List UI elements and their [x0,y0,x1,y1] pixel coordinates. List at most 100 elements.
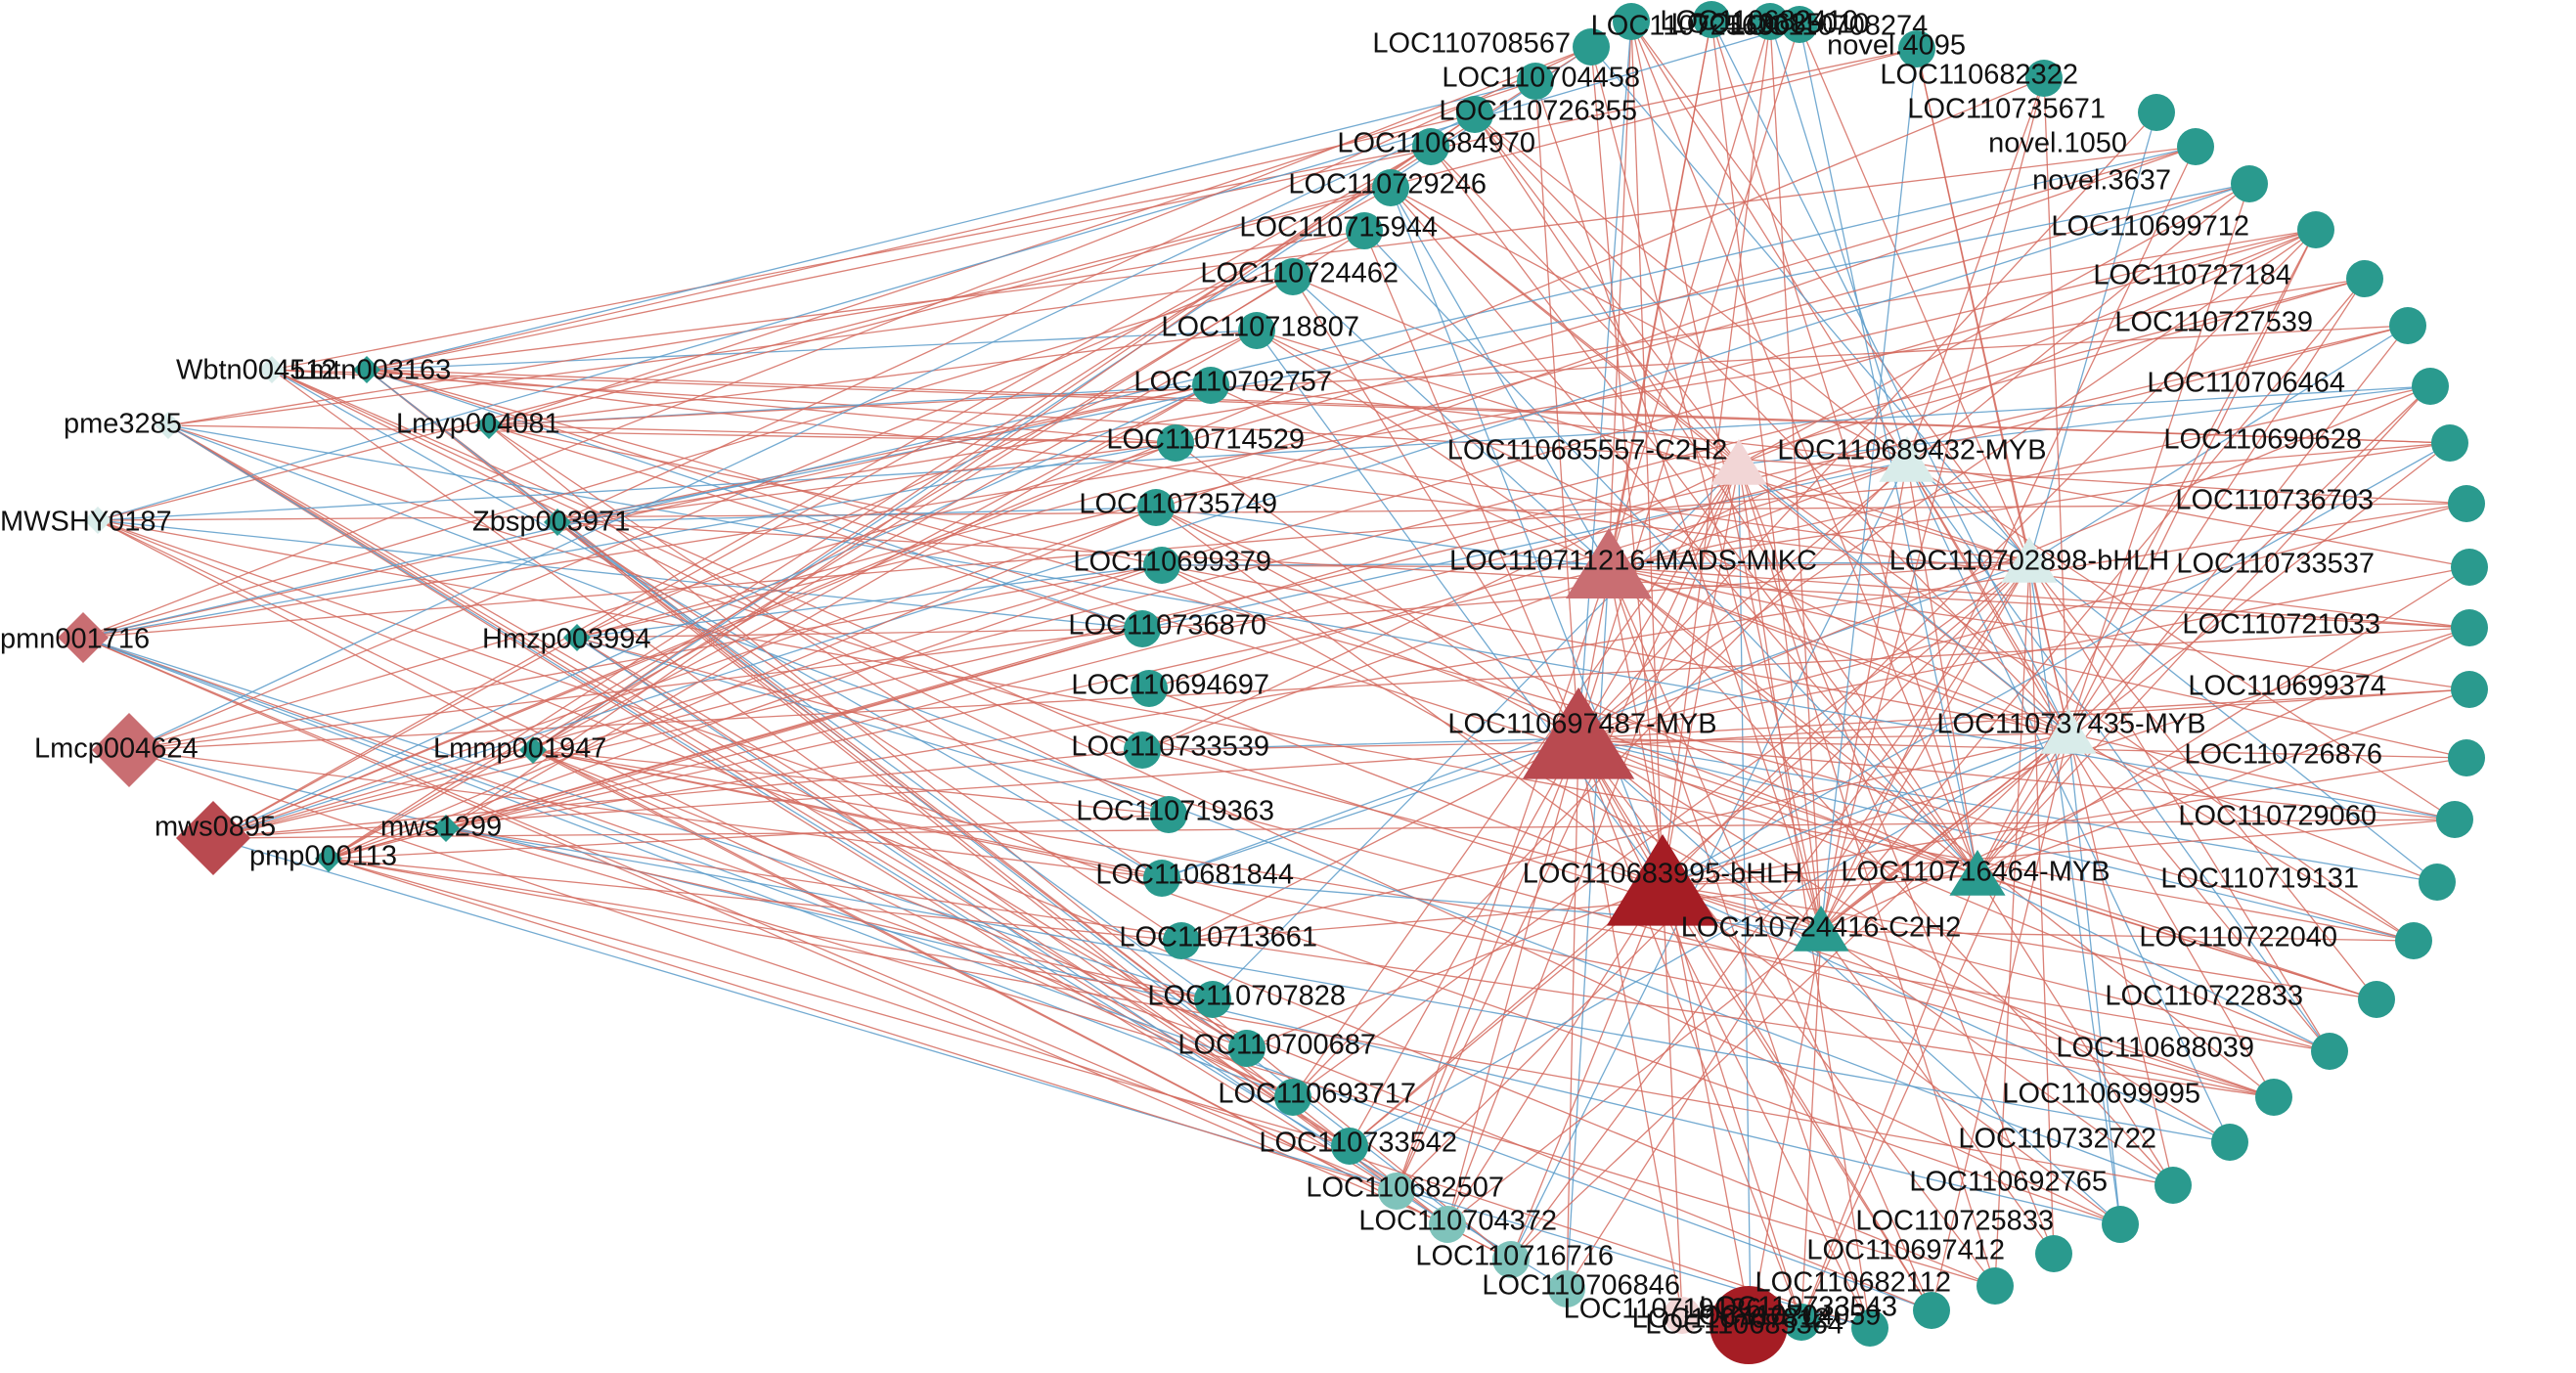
gene-node[interactable] [1898,30,1935,67]
gene-node[interactable] [1976,1267,2014,1305]
gene-node[interactable] [1412,128,1449,165]
positive-edge [167,276,1294,426]
gene-node[interactable] [2451,609,2488,646]
mirna-node[interactable] [519,736,547,764]
tf-hub-node[interactable] [1566,528,1652,598]
gene-node[interactable] [1664,1297,1701,1334]
tf-hub-node[interactable] [1879,436,1935,482]
gene-node[interactable] [1192,367,1229,404]
gene-node[interactable] [2395,922,2432,959]
gene-node[interactable] [2436,801,2473,838]
gene-node[interactable] [1274,258,1311,295]
tf-hub-node[interactable] [2001,537,2058,583]
mirna-node[interactable] [155,412,182,439]
mirna-node[interactable] [58,612,109,663]
negative-edge [212,183,2250,839]
tf-hub-label: LOC110716464-MYB [1841,857,2110,888]
gene-node[interactable] [1150,796,1187,833]
gene-node[interactable] [2358,981,2395,1018]
gene-node[interactable] [1492,1241,1530,1278]
gene-node[interactable] [1124,610,1161,647]
positive-edge [1148,687,1664,886]
gene-node[interactable] [2138,94,2175,131]
mirna-node[interactable] [176,801,250,875]
gene-node[interactable] [1517,63,1554,100]
gene-node[interactable] [1194,981,1231,1018]
tf-hub-node[interactable] [1793,906,1849,952]
gene-node[interactable] [2346,260,2383,297]
mirna-label: pme3285 [64,409,182,440]
gene-node[interactable] [1851,1309,1888,1347]
gene-node[interactable] [2255,1079,2292,1116]
gene-node[interactable] [1137,489,1175,526]
tf-hub-node[interactable] [1522,687,1635,779]
mirna-node[interactable] [92,713,166,787]
gene-node[interactable] [1456,96,1493,133]
gene-node[interactable] [2451,671,2488,708]
gene-node[interactable] [2154,1167,2192,1204]
gene-node[interactable] [2211,1124,2248,1161]
gene-node[interactable] [1274,1079,1311,1116]
gene-node[interactable] [1548,1270,1585,1307]
gene-node[interactable] [1228,1030,1266,1067]
positive-edge [82,637,1248,1049]
gene-node[interactable] [2231,165,2268,202]
positive-edge [1662,884,2331,1052]
gene-label: LOC110725833 [1855,1206,2054,1237]
gene-node[interactable] [2025,60,2063,97]
gene-node[interactable] [1131,670,1168,707]
positive-edge [212,819,2456,839]
gene-node[interactable] [1143,860,1180,897]
negative-edge [1738,385,2431,465]
tf-hub-node[interactable] [2040,708,2097,754]
mirna-node[interactable] [84,507,111,534]
positive-edge [82,278,2366,639]
gene-node[interactable] [1781,6,1818,43]
gene-node[interactable] [1613,3,1650,40]
gene-node[interactable] [2412,368,2449,405]
gene-label: LOC110704458 [1442,63,1640,94]
gene-node[interactable] [1163,922,1200,959]
gene-node[interactable] [2389,307,2426,344]
gene-node[interactable] [1752,3,1789,40]
gene-node[interactable] [1157,424,1194,462]
gene-node[interactable] [1346,212,1383,249]
gene-node[interactable] [1429,1206,1466,1243]
gene-node[interactable] [2035,1235,2072,1272]
gene-node[interactable] [2448,739,2485,776]
gene-node[interactable] [2311,1033,2348,1070]
gene-node[interactable] [1238,312,1275,349]
gene-node-highlight[interactable] [1710,1286,1788,1364]
tf-hub-node[interactable] [1710,439,1767,485]
gene-node[interactable] [2451,549,2488,586]
gene-node[interactable] [1783,1304,1820,1341]
gene-node[interactable] [1372,169,1409,206]
gene-node[interactable] [1693,1,1730,38]
gene-node[interactable] [2102,1206,2139,1243]
positive-edge [1630,21,1908,463]
gene-node[interactable] [1573,28,1610,66]
gene-label: LOC110699374 [2188,671,2386,702]
gene-node[interactable] [1124,731,1161,769]
mirna-node[interactable] [353,356,380,383]
positive-edge [82,637,1448,1225]
positive-edge [1799,23,2030,563]
tf-hub-node[interactable] [1949,850,2006,896]
gene-node[interactable] [2177,128,2214,165]
gene-node[interactable] [1913,1292,1950,1329]
gene-node[interactable] [2419,864,2456,901]
mirna-node[interactable] [258,356,286,383]
gene-node[interactable] [2297,211,2334,248]
gene-node[interactable] [1331,1128,1368,1165]
mirna-node[interactable] [475,412,503,439]
mirna-node[interactable] [432,815,460,842]
mirna-node[interactable] [544,509,571,536]
gene-node[interactable] [2448,485,2485,522]
gene-label: LOC110693717 [1218,1079,1416,1110]
mirna-node[interactable] [563,624,591,651]
gene-node[interactable] [2431,424,2468,462]
gene-node[interactable] [1378,1173,1415,1210]
tf-hub-node[interactable] [1606,834,1719,926]
mirna-node[interactable] [315,845,342,872]
gene-node[interactable] [1143,547,1180,584]
